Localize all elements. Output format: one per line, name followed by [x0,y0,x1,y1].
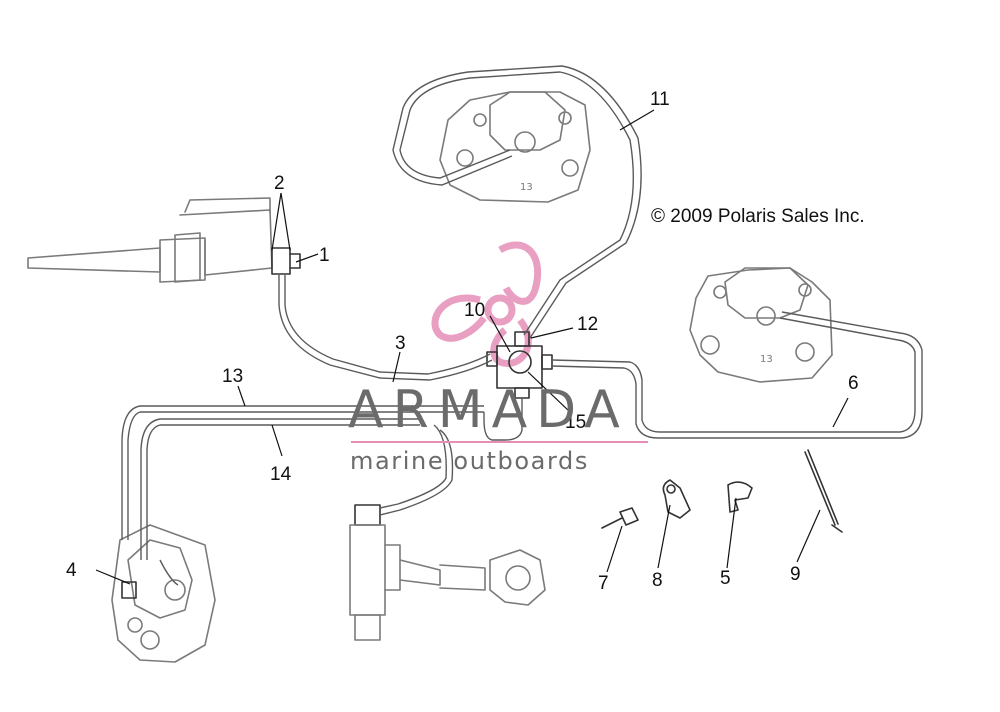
svg-text:13: 13 [520,182,533,193]
watermark-propeller-logo [431,241,542,367]
callout-7: 7 [598,573,609,594]
callout-15: 15 [565,412,586,433]
caliper-right: 13 [689,267,833,383]
watermark-divider [351,441,648,443]
callout-13: 13 [222,366,243,387]
callout-1: 1 [319,245,330,266]
callout-5: 5 [720,568,731,589]
brake-switch-assembly [349,504,546,641]
svg-text:13: 13 [760,354,773,365]
callout-4: 4 [66,560,77,581]
callout-6: 6 [848,373,859,394]
caliper-left [111,524,216,663]
callout-11: 11 [650,89,670,110]
master-cylinder [27,197,301,283]
callout-labels: 1 2 3 4 5 6 7 8 9 10 11 12 13 14 15 [66,89,859,594]
brake-hoses [121,65,923,586]
callout-12: 12 [577,314,598,335]
callout-10: 10 [464,300,485,321]
callout-9: 9 [790,564,801,585]
leader-lines [95,109,849,585]
callout-3: 3 [395,333,406,354]
hardware-parts [601,449,843,533]
caliper-top: 13 [439,91,591,203]
copyright-notice: © 2009 Polaris Sales Inc. [651,206,865,227]
callout-8: 8 [652,570,663,591]
callout-2: 2 [274,173,285,194]
watermark-brand: ARMADA [348,380,629,440]
callout-14: 14 [270,464,292,485]
watermark-tagline: marine outboards [350,447,589,475]
